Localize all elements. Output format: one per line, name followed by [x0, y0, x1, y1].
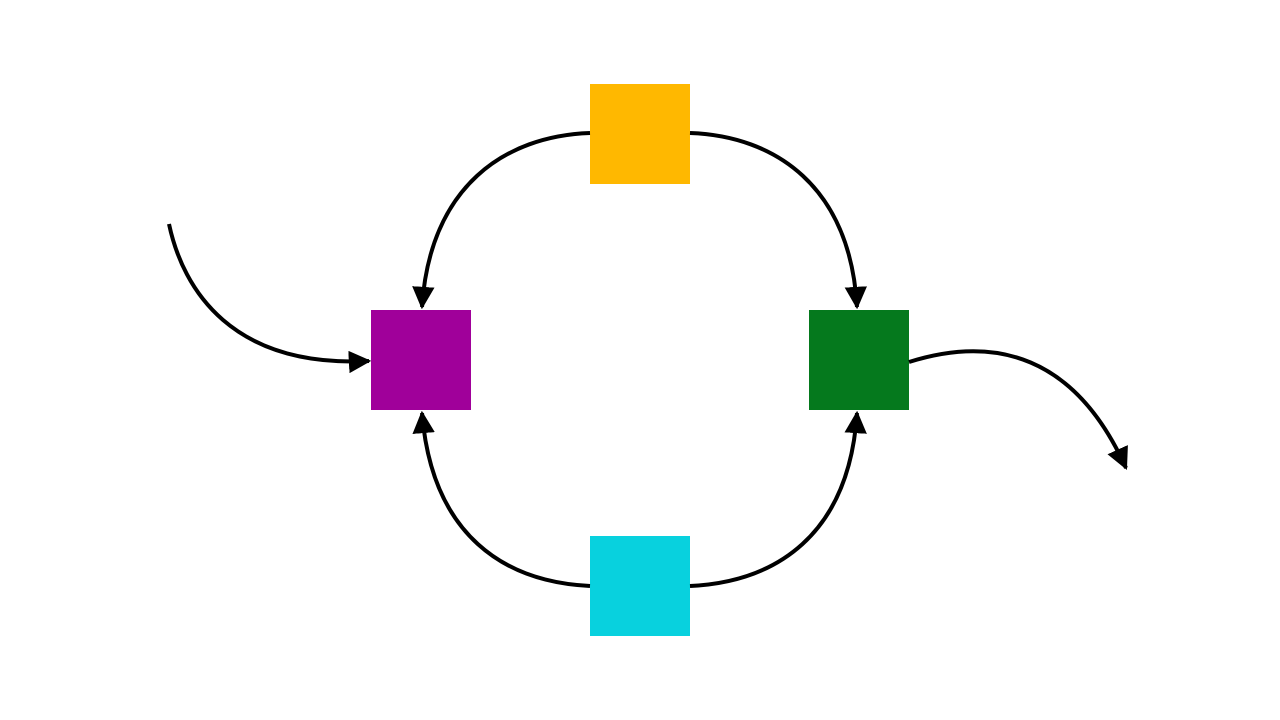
node-right: [809, 310, 909, 410]
node-bottom: [590, 536, 690, 636]
node-top: [590, 84, 690, 184]
node-left: [371, 310, 471, 410]
edge-bottom-to-right: [689, 410, 867, 588]
edge-top-to-left: [412, 131, 591, 310]
edge-bottom-to-left: [412, 410, 591, 588]
edge-right-to-exit: [908, 349, 1128, 471]
edge-top-to-right: [689, 131, 868, 310]
edge-entry-to-left: [167, 223, 372, 374]
